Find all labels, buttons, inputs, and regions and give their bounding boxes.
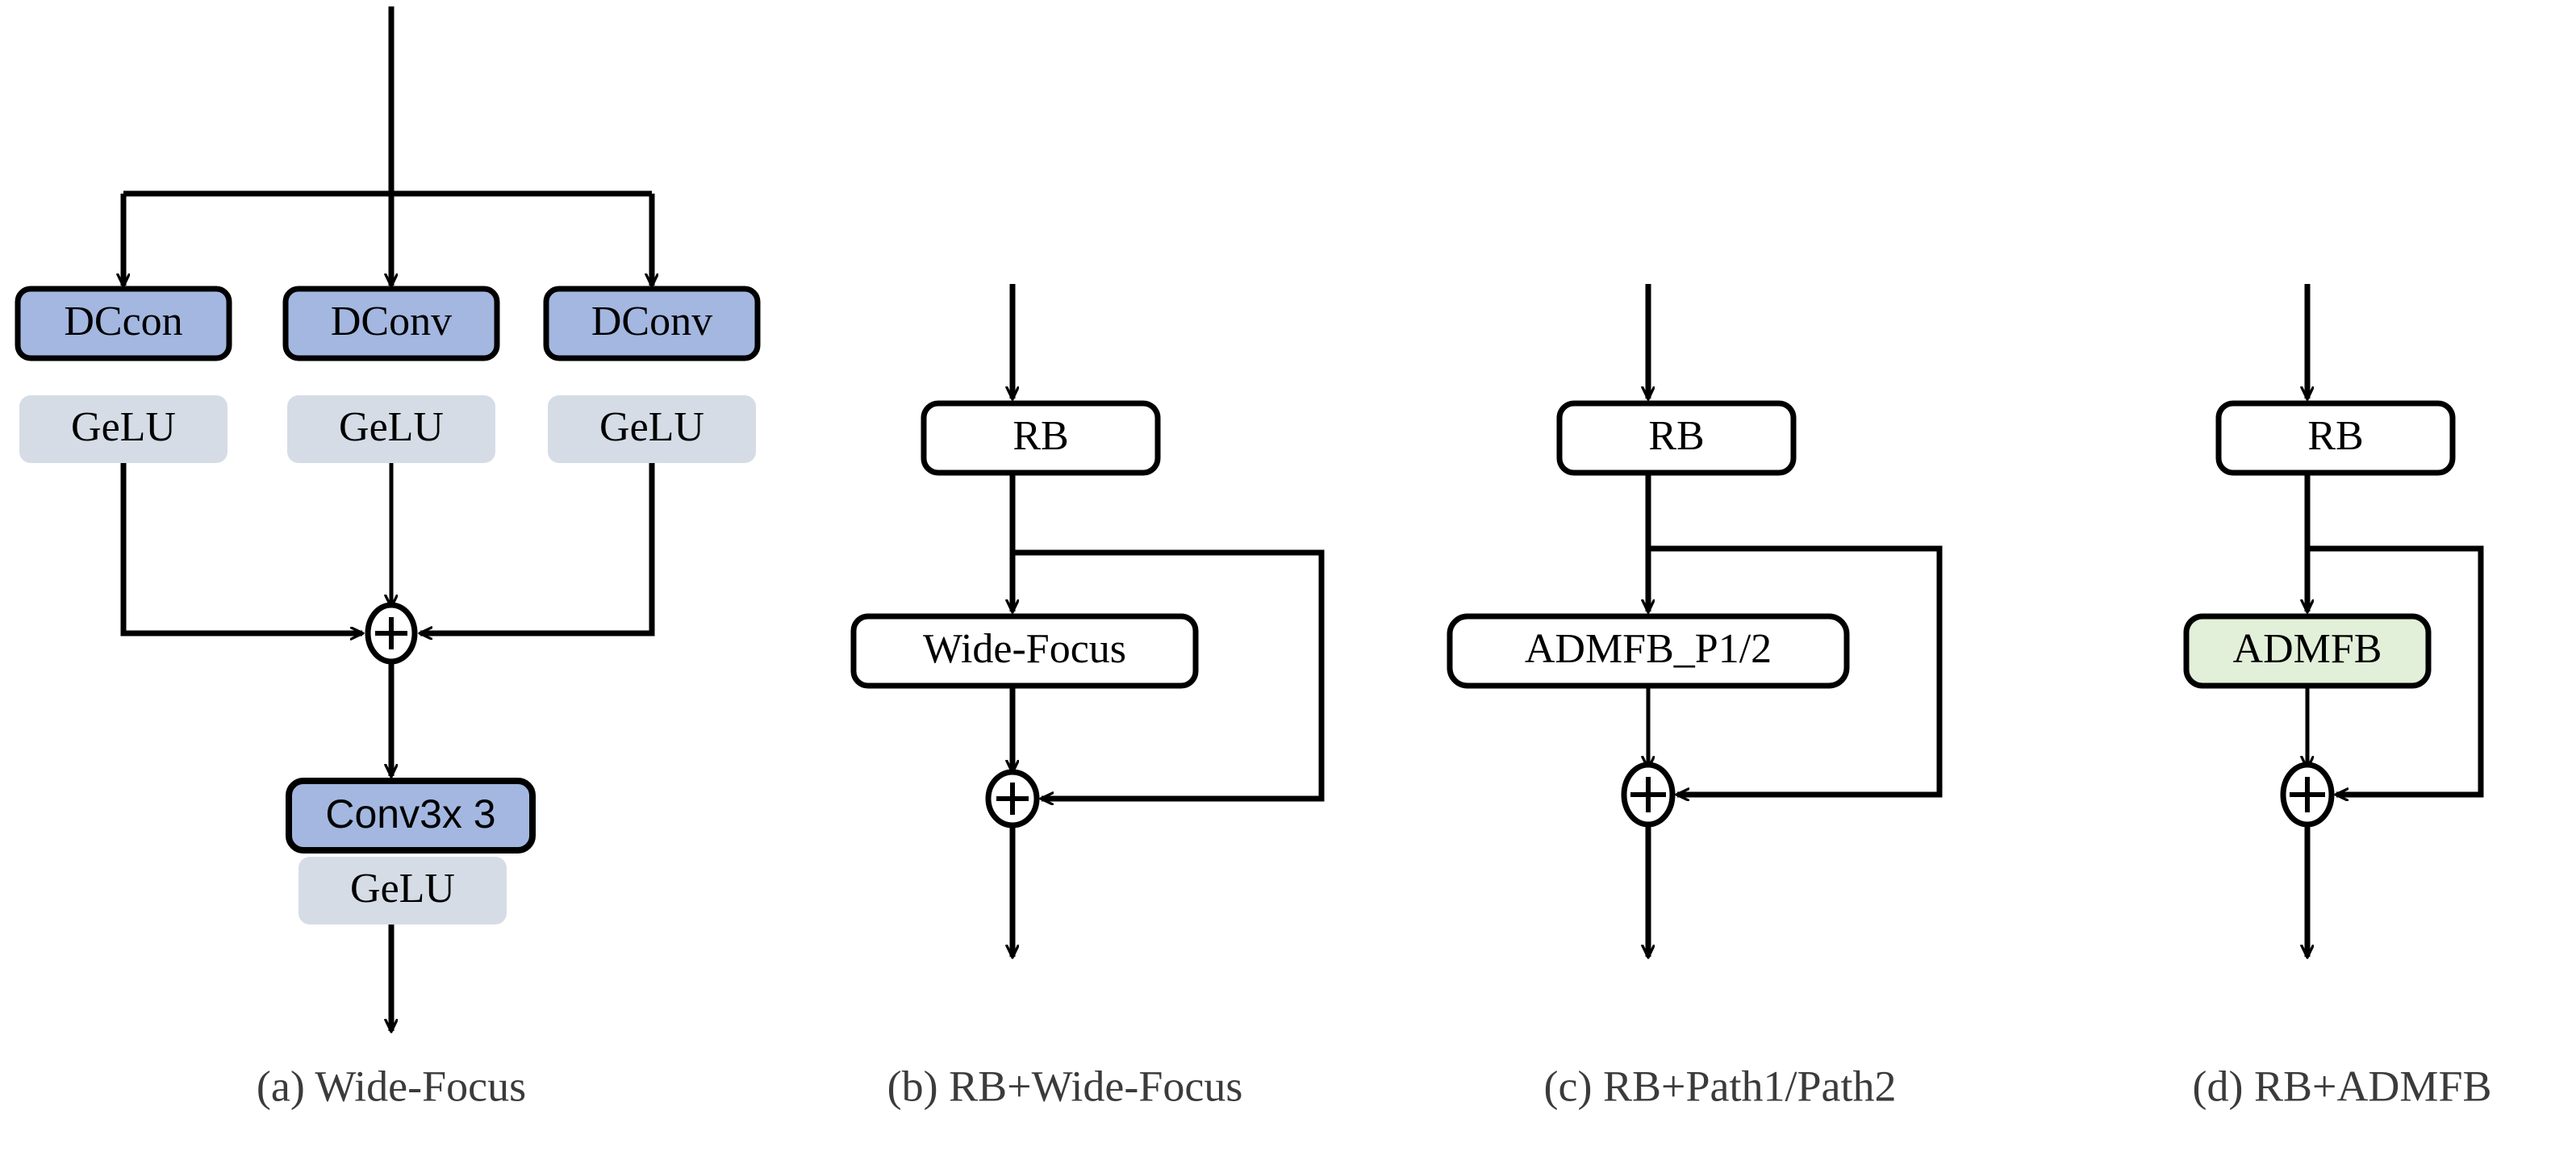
c-skip-connection-path (1648, 545, 1943, 795)
a-dcconv-left-box[interactable] (15, 286, 232, 361)
a-gelu-bottom-box[interactable] (299, 857, 507, 925)
b-sum-plus-glyph (996, 783, 1029, 815)
panel-c-group: RB ADMFB_P1/2 (c) RB+Path1/Path2 (1447, 284, 1943, 1110)
a-gelu-left-box[interactable] (19, 395, 228, 463)
a-sum-plus-glyph (375, 617, 407, 649)
b-rb-box[interactable] (921, 400, 1161, 476)
a-gelu-left-label: GeLU (71, 404, 176, 450)
c-rb-box[interactable] (1556, 400, 1797, 476)
panel-b-group: RB Wide-Focus (b) RB+Wide-Focus (850, 284, 1325, 1110)
a-merge-right-path (420, 463, 655, 633)
a-gelu-right-label: GeLU (599, 404, 704, 450)
d-sum-plus-glyph (2290, 777, 2325, 812)
d-skip-connection-path (2307, 545, 2484, 795)
a-merge-left-path (120, 463, 362, 633)
d-rb-box[interactable] (2215, 400, 2456, 476)
a-dcconv-left-label: DCcon (64, 298, 182, 344)
a-dconv-center-box[interactable] (282, 286, 500, 361)
d-admfb-label: ADMFB (2233, 626, 2382, 672)
a-gelu-bottom-label: GeLU (350, 866, 455, 912)
b-wide-focus-label: Wide-Focus (923, 626, 1126, 672)
b-rb-label: RB (1012, 413, 1068, 459)
c-admfb-p-label: ADMFB_P1/2 (1525, 626, 1772, 672)
panel-a-group: DCcon DConv DConv GeLU GeLU GeLU (15, 6, 761, 1110)
a-gelu-center-box[interactable] (287, 395, 495, 463)
a-dconv-right-label: DConv (591, 298, 712, 344)
a-conv3x3-label: Conv3x 3 (325, 791, 495, 837)
panel-b-caption: (b) RB+Wide-Focus (887, 1062, 1243, 1110)
a-conv3x3-box[interactable] (286, 778, 536, 854)
a-dconv-right-box[interactable] (543, 286, 761, 361)
a-dconv-center-label: DConv (331, 298, 452, 344)
panel-d-caption: (d) RB+ADMFB (2192, 1062, 2491, 1110)
panel-c-caption: (c) RB+Path1/Path2 (1544, 1062, 1897, 1110)
b-wide-focus-box[interactable] (850, 613, 1199, 689)
panel-d-group: RB ADMFB (d) RB+ADMFB (2183, 284, 2492, 1110)
d-rb-label: RB (2307, 413, 2363, 459)
a-gelu-right-box[interactable] (548, 395, 756, 463)
b-skip-connection-path (1012, 549, 1325, 799)
a-gelu-center-label: GeLU (339, 404, 444, 450)
panel-a-caption: (a) Wide-Focus (257, 1062, 526, 1110)
c-sum-plus-glyph (1630, 777, 1666, 812)
c-rb-label: RB (1648, 413, 1704, 459)
